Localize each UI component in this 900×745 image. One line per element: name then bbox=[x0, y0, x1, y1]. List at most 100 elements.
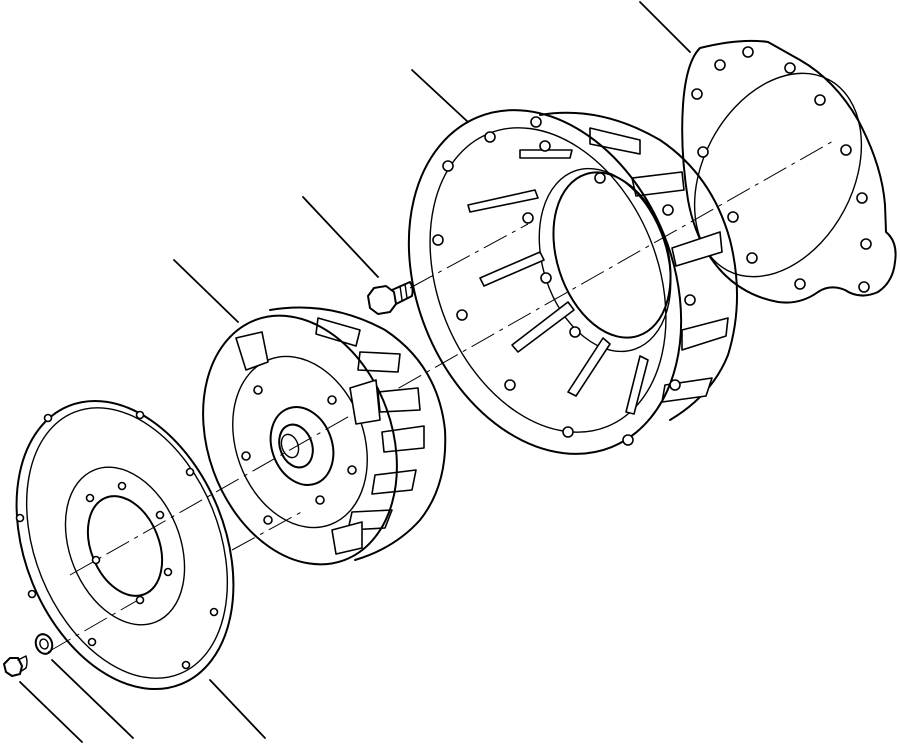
converter-vane bbox=[315, 317, 361, 347]
drive-plate-rim-hole bbox=[181, 660, 191, 670]
housing-bolt-hole bbox=[432, 234, 444, 246]
housing-bolt-hole bbox=[484, 131, 496, 143]
housing-rib bbox=[631, 171, 685, 197]
gasket-hole bbox=[742, 46, 754, 58]
converter-front-face bbox=[202, 314, 398, 566]
housing-bolt-hole bbox=[622, 434, 634, 446]
housing-bolt-hole bbox=[569, 326, 581, 338]
converter-vane bbox=[357, 351, 401, 373]
housing-rib bbox=[589, 127, 641, 155]
drive-plate-rim bbox=[25, 407, 229, 679]
gasket-hole bbox=[746, 252, 758, 264]
flywheel-housing-gasket bbox=[681, 39, 897, 304]
housing-bore bbox=[552, 171, 672, 339]
housing-bolt-hole bbox=[669, 379, 681, 391]
housing-bolt-hole bbox=[539, 140, 551, 152]
centre-axis-lines bbox=[47, 139, 836, 653]
main-centre-axis bbox=[69, 139, 836, 576]
converter-hub-tip bbox=[280, 433, 300, 459]
converter-mount-hole bbox=[327, 395, 337, 405]
drive-plate-bolt-shank bbox=[17, 655, 28, 673]
leader-line-gasket bbox=[639, 1, 691, 53]
housing-bolt-thread bbox=[399, 285, 403, 301]
housing-bolt-hole bbox=[442, 160, 454, 172]
housing-inner-rib bbox=[625, 355, 649, 415]
housing-inner-rib bbox=[511, 301, 575, 353]
drive-plate-bore bbox=[86, 495, 164, 597]
gasket-hole bbox=[840, 144, 852, 156]
washer bbox=[34, 633, 54, 655]
flywheel-housing bbox=[407, 109, 739, 455]
housing-bolt-hole bbox=[662, 204, 674, 216]
converter-vane bbox=[381, 425, 425, 453]
drive-plate-hub-hole bbox=[155, 510, 165, 520]
drive-plate-bolt-head bbox=[3, 657, 23, 677]
housing-rib bbox=[661, 377, 713, 403]
washer-outer bbox=[34, 633, 54, 655]
bolt-axis-upper bbox=[409, 223, 529, 289]
housing-bolt-hole bbox=[540, 272, 552, 284]
housing-bolt-hole bbox=[456, 309, 468, 321]
gasket-bore bbox=[693, 72, 863, 278]
housing-bolt-hole bbox=[684, 294, 696, 306]
gasket-hole bbox=[856, 192, 868, 204]
housing-bolt-hole bbox=[522, 212, 534, 224]
converter-lug bbox=[331, 521, 363, 555]
leader-line-drive-plate-bolt bbox=[19, 681, 83, 743]
drive-plate-hub-hole bbox=[163, 567, 173, 577]
bolt-axis-converter bbox=[231, 509, 306, 551]
gasket-hole bbox=[691, 88, 703, 100]
drive-plate-rim-hole bbox=[87, 637, 97, 647]
converter-mount-hole bbox=[241, 451, 251, 461]
drive-plate-hub-hole bbox=[91, 555, 101, 565]
housing-bolt-shank bbox=[391, 281, 414, 305]
leader-line-housing-bolt bbox=[302, 196, 379, 278]
housing-bolt-thread bbox=[404, 283, 408, 299]
gasket-hole bbox=[814, 94, 826, 106]
drive-plate-rim-hole bbox=[15, 513, 25, 523]
housing-rib bbox=[671, 231, 723, 267]
converter-lug bbox=[235, 331, 269, 371]
housing-bolt-hole bbox=[562, 426, 574, 438]
converter-mount-hole bbox=[347, 465, 357, 475]
converter-lug bbox=[349, 379, 381, 425]
leader-lines bbox=[19, 1, 691, 743]
leader-line-drive-plate bbox=[209, 679, 266, 739]
housing-rib bbox=[681, 317, 729, 351]
drive-plate-rim-hole bbox=[43, 413, 53, 423]
drive-plate-bolt bbox=[3, 655, 28, 677]
converter-mount-hole bbox=[263, 515, 273, 525]
converter-hub-pilot bbox=[278, 423, 314, 469]
drive-plate-hub-hole bbox=[85, 493, 95, 503]
drive-plate-rim-hole bbox=[135, 410, 145, 420]
housing-bolt-hole bbox=[504, 379, 516, 391]
washer-inner bbox=[39, 638, 49, 650]
leader-line-torque-converter bbox=[173, 259, 239, 323]
drive-plate-rim-hole bbox=[27, 589, 37, 599]
housing-bolt-hole bbox=[530, 116, 542, 128]
housing-inner-rib bbox=[479, 251, 545, 287]
converter-mount-hole bbox=[315, 495, 325, 505]
housing-inner-rib bbox=[467, 189, 539, 213]
bolt-axis-lower bbox=[47, 595, 146, 653]
converter-vane bbox=[377, 387, 421, 413]
drive-plate-outer-edge bbox=[15, 399, 235, 691]
converter-vane bbox=[371, 469, 417, 495]
drive-plate-rim-hole bbox=[185, 467, 195, 477]
housing-inner-rib bbox=[519, 149, 573, 159]
housing-rear-rim bbox=[539, 111, 739, 421]
torque-converter bbox=[202, 306, 447, 566]
leader-line-washer bbox=[51, 659, 134, 739]
converter-mount-hole bbox=[253, 385, 263, 395]
housing-bolt bbox=[367, 281, 414, 315]
gasket-hole bbox=[794, 278, 806, 290]
housing-bolt-hole bbox=[594, 172, 606, 184]
converter-rear-shell bbox=[269, 306, 447, 561]
gasket-outline bbox=[681, 39, 897, 304]
gasket-hole bbox=[784, 62, 796, 74]
gasket-hole bbox=[858, 281, 870, 293]
gasket-hole bbox=[727, 211, 739, 223]
drive-plate-hub-ring bbox=[64, 466, 186, 626]
drive-plate-hub-hole bbox=[117, 481, 127, 491]
